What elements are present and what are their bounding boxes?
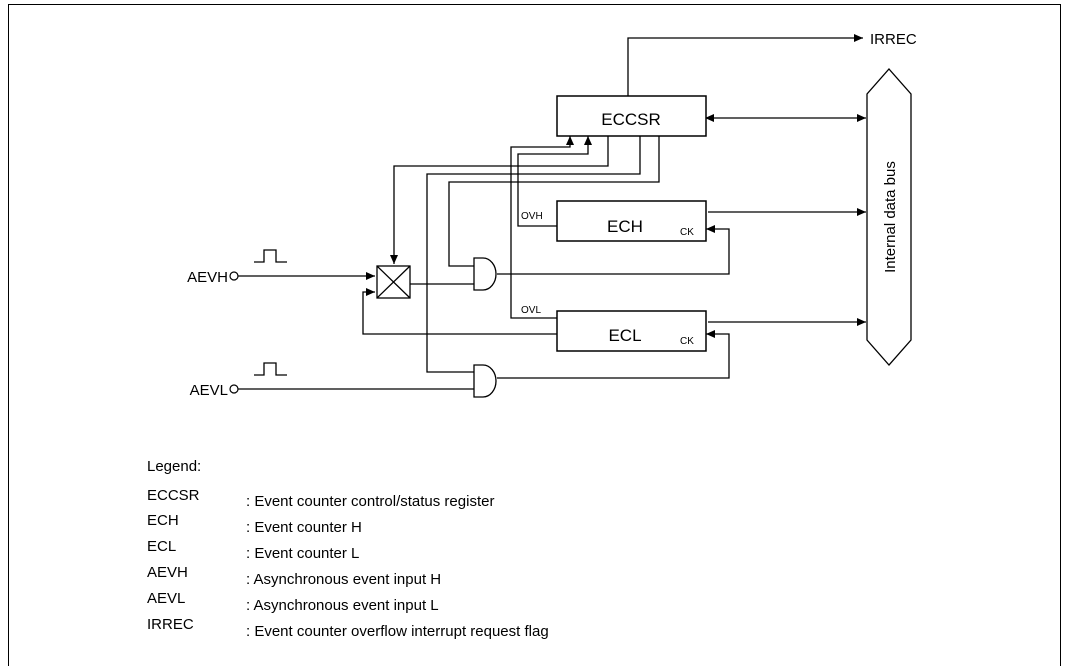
legend-term: ECCSR xyxy=(147,487,200,504)
and-gate-high xyxy=(473,257,497,291)
ech-clock-feedback xyxy=(497,225,730,275)
ecl-ck-label: CK xyxy=(680,336,694,347)
aevl-pulse-icon xyxy=(254,362,287,376)
legend-title: Legend: xyxy=(147,458,201,475)
aevl-terminal xyxy=(229,384,239,394)
aevh-terminal xyxy=(229,271,239,281)
ovl-label: OVL xyxy=(521,305,541,316)
ecl-clock-feedback xyxy=(497,330,730,379)
ovl-line xyxy=(510,136,574,319)
ech-ck-label: CK xyxy=(680,227,694,238)
legend-desc: : Event counter control/status register xyxy=(246,493,494,510)
eccsr-box xyxy=(556,95,707,137)
legend-term: AEVL xyxy=(147,590,185,607)
aevh-label: AEVH xyxy=(187,269,228,286)
irrec-line xyxy=(627,34,863,96)
mux-switch xyxy=(376,265,411,299)
legend-desc: : Asynchronous event input H xyxy=(246,571,441,588)
legend-term: IRREC xyxy=(147,616,194,633)
legend-desc: : Event counter H xyxy=(246,519,362,536)
eccsr-to-mux-line xyxy=(390,136,609,264)
eccsr-to-and-high-line xyxy=(448,136,660,267)
legend-term: ECL xyxy=(147,538,176,555)
ovh-line xyxy=(517,136,592,227)
legend-desc: : Event counter overflow interrupt reque… xyxy=(246,623,549,640)
legend: Legend: ECCSR : Event counter control/st… xyxy=(147,458,549,640)
irrec-label: IRREC xyxy=(870,31,917,48)
bus-label: Internal data bus xyxy=(882,161,899,273)
ovh-label: OVH xyxy=(521,211,543,222)
legend-desc: : Asynchronous event input L xyxy=(246,597,439,614)
ecl-label: ECL xyxy=(608,326,641,345)
aevl-label: AEVL xyxy=(190,382,228,399)
and-gate-low xyxy=(473,364,497,398)
ecl-to-mux-line xyxy=(362,288,557,335)
outer-frame xyxy=(8,4,1061,666)
legend-term: AEVH xyxy=(147,564,188,581)
aevh-pulse-icon xyxy=(254,249,287,263)
legend-desc: : Event counter L xyxy=(246,545,359,562)
ech-box xyxy=(556,200,707,242)
internal-data-bus xyxy=(866,68,912,366)
ech-label: ECH xyxy=(607,217,643,236)
eccsr-to-and-low-line xyxy=(426,136,641,373)
eccsr-label: ECCSR xyxy=(601,110,661,129)
block-diagram: ECCSR ECH ECL CK CK IRREC OVH OVL AEVH A… xyxy=(8,4,1061,666)
ecl-box xyxy=(556,310,707,352)
legend-term: ECH xyxy=(147,512,179,529)
